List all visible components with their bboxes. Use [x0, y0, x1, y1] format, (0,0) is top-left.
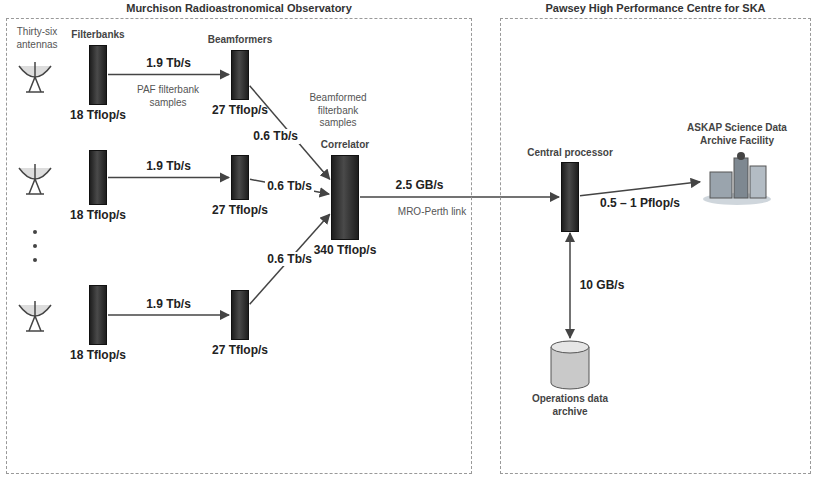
processor-block — [331, 155, 359, 240]
cylinder-drawing — [550, 340, 590, 390]
connector — [569, 233, 571, 338]
data-rate-label: 0.6 Tb/s — [251, 129, 300, 143]
data-archive-cylinder — [550, 340, 590, 390]
data-rate-label: 2.5 GB/s — [393, 178, 445, 192]
data-rate-label: 10 GB/s — [578, 278, 627, 292]
processor-node: Filterbanks 18 Tflop/s — [58, 29, 138, 122]
data-rate-label: 1.9 Tb/s — [144, 297, 193, 311]
antenna-symbol — [19, 62, 51, 331]
data-rate-label: 0.5 – 1 Pflop/s — [598, 196, 682, 210]
processor-node: 18 Tflop/s — [58, 282, 138, 362]
connector — [108, 314, 229, 316]
data-rate-label: 1.9 Tb/s — [144, 56, 193, 70]
site-region: Murchison Radioastronomical ObservatoryF… — [6, 2, 472, 474]
ellipsis-dots — [33, 230, 37, 262]
connector — [108, 74, 229, 76]
component-name: ASKAP Science Data Archive Facility — [681, 122, 793, 147]
compute-rate: 27 Tflop/s — [212, 203, 268, 217]
connector — [580, 182, 700, 196]
connector — [250, 214, 330, 304]
processor-node: Correlator 340 Tflop/s — [300, 139, 390, 257]
site-region: Pawsey High Performance Centre for SKA Ce… — [500, 2, 811, 474]
compute-rate: 27 Tflop/s — [212, 343, 268, 357]
data-rate-label: 0.6 Tb/s — [265, 179, 314, 193]
annotation: PAF filterbank samples — [118, 84, 218, 109]
component-name: Filterbanks — [71, 29, 124, 42]
data-rate-label: 0.6 Tb/s — [265, 252, 314, 266]
connector — [250, 179, 329, 194]
connector — [360, 196, 559, 198]
compute-rate: 27 Tflop/s — [212, 103, 268, 117]
processor-block — [561, 162, 579, 232]
compute-rate: 340 Tflop/s — [314, 243, 377, 257]
processor-block — [231, 290, 249, 340]
component-name: Central processor — [527, 147, 613, 160]
region-title: Pawsey High Performance Centre for SKA — [500, 2, 811, 14]
building-drawing — [702, 150, 772, 205]
processor-block — [89, 285, 107, 345]
annotation: MRO-Perth link — [392, 206, 472, 219]
processor-node: Central processor — [515, 147, 625, 236]
compute-rate: 18 Tflop/s — [70, 348, 126, 362]
processor-block — [89, 150, 107, 205]
component-name: Beamformers — [208, 34, 272, 47]
data-rate-label: 1.9 Tb/s — [144, 159, 193, 173]
compute-rate: 18 Tflop/s — [70, 208, 126, 222]
connector — [108, 177, 229, 179]
data-archive: Operations data archive — [520, 337, 620, 418]
annotation: Beamformed filterbank samples — [298, 92, 378, 130]
component-name: Correlator — [321, 139, 369, 152]
archive-facility-icon — [702, 150, 772, 205]
annotation: Thirty-six antennas — [8, 26, 66, 51]
compute-rate: 18 Tflop/s — [70, 108, 126, 122]
dashed-frame — [500, 18, 811, 474]
processor-block — [231, 50, 249, 100]
processor-node: Beamformers 27 Tflop/s — [200, 34, 280, 117]
processor-node: 27 Tflop/s — [200, 287, 280, 357]
archive-facility: ASKAP Science Data Archive Facility — [681, 122, 793, 208]
processor-node: 18 Tflop/s — [58, 147, 138, 222]
component-name: Operations data archive — [520, 393, 620, 418]
processor-block — [89, 45, 107, 105]
region-title: Murchison Radioastronomical Observatory — [6, 2, 472, 14]
processor-block — [231, 155, 249, 200]
